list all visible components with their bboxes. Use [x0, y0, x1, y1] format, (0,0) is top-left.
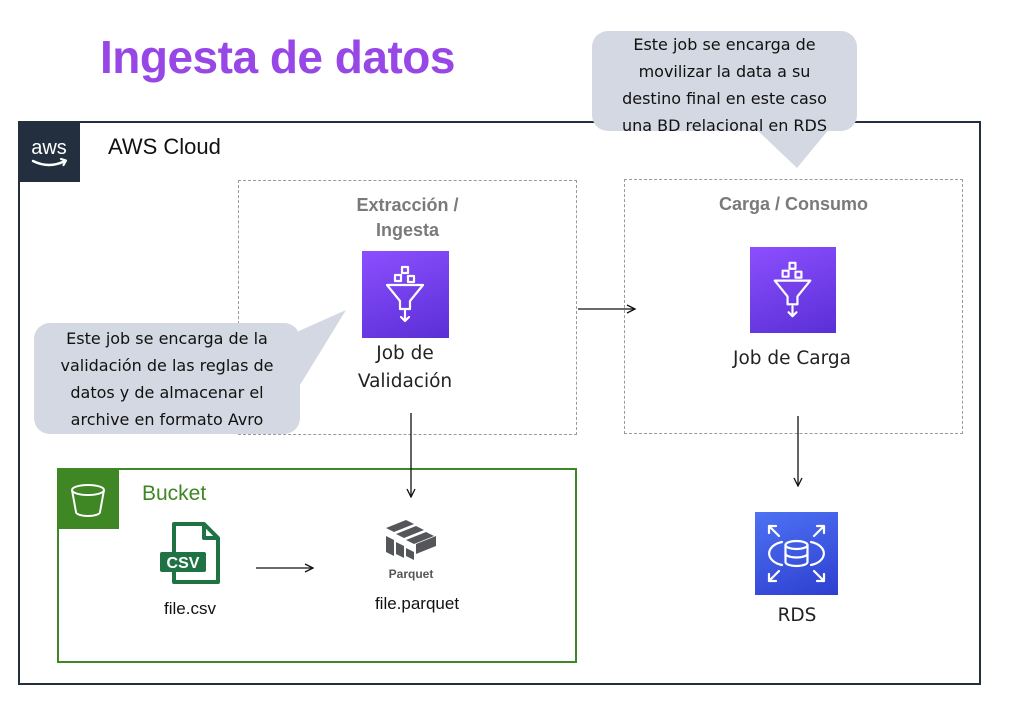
parquet-logo-text: Parquet — [389, 567, 434, 581]
validation-callout-tail — [290, 310, 346, 385]
aws-cloud-label: AWS Cloud — [108, 134, 221, 159]
load-callout-line1: Este job se encarga de — [633, 35, 816, 54]
glue-funnel-icon[interactable] — [750, 247, 836, 333]
rds-label: RDS — [777, 605, 817, 626]
load-job-label: Job de Carga — [732, 348, 852, 369]
validation-callout-line3: datos y de almacenar el — [70, 383, 264, 402]
csv-file-label: file.csv — [164, 599, 216, 618]
load-callout-line4: una BD relacional en RDS — [621, 116, 828, 135]
extraction-group — [238, 180, 577, 435]
validation-job-label-line2: Validación — [357, 371, 453, 392]
extraction-group-label-line1: Extracción / — [356, 195, 459, 215]
extraction-group-label: Extracción / Ingesta — [238, 193, 577, 243]
validation-callout-line2: validación de las reglas de — [60, 356, 274, 375]
validation-job-callout: Este job se encarga de la validación de … — [34, 323, 300, 434]
load-group-label: Carga / Consumo — [718, 194, 869, 214]
s3-bucket-icon — [57, 468, 119, 529]
s3-bucket-container — [57, 468, 577, 663]
extraction-group-label-line2: Ingesta — [375, 220, 440, 240]
page-title: Ingesta de datos — [100, 31, 455, 83]
parquet-file-label: file.parquet — [374, 594, 460, 613]
load-job-callout: Este job se encarga de movilizar la data… — [592, 31, 857, 135]
validation-job-label-line1: Job de — [376, 343, 434, 364]
load-callout-line2: movilizar la data a su — [638, 62, 811, 81]
validation-callout-line4: archive en formato Avro — [70, 410, 264, 429]
aws-cloud-container — [18, 121, 981, 685]
aws-logo-icon: aws — [18, 121, 80, 182]
aws-logo-text: aws — [31, 137, 67, 159]
validation-callout-line1: Este job se encarga de la — [66, 329, 268, 348]
rds-database-icon[interactable] — [755, 512, 838, 595]
load-group — [624, 179, 963, 434]
parquet-file-icon[interactable]: Parquet — [378, 518, 444, 584]
load-callout-line3: destino final en este caso — [622, 89, 827, 108]
csv-badge-text: CSV — [167, 555, 200, 572]
csv-file-icon[interactable]: CSV — [158, 522, 220, 584]
load-callout-tail — [755, 128, 830, 168]
glue-funnel-icon[interactable] — [362, 251, 449, 338]
validation-job-label: Job de Validación — [340, 340, 470, 396]
bucket-label: Bucket — [142, 482, 207, 505]
